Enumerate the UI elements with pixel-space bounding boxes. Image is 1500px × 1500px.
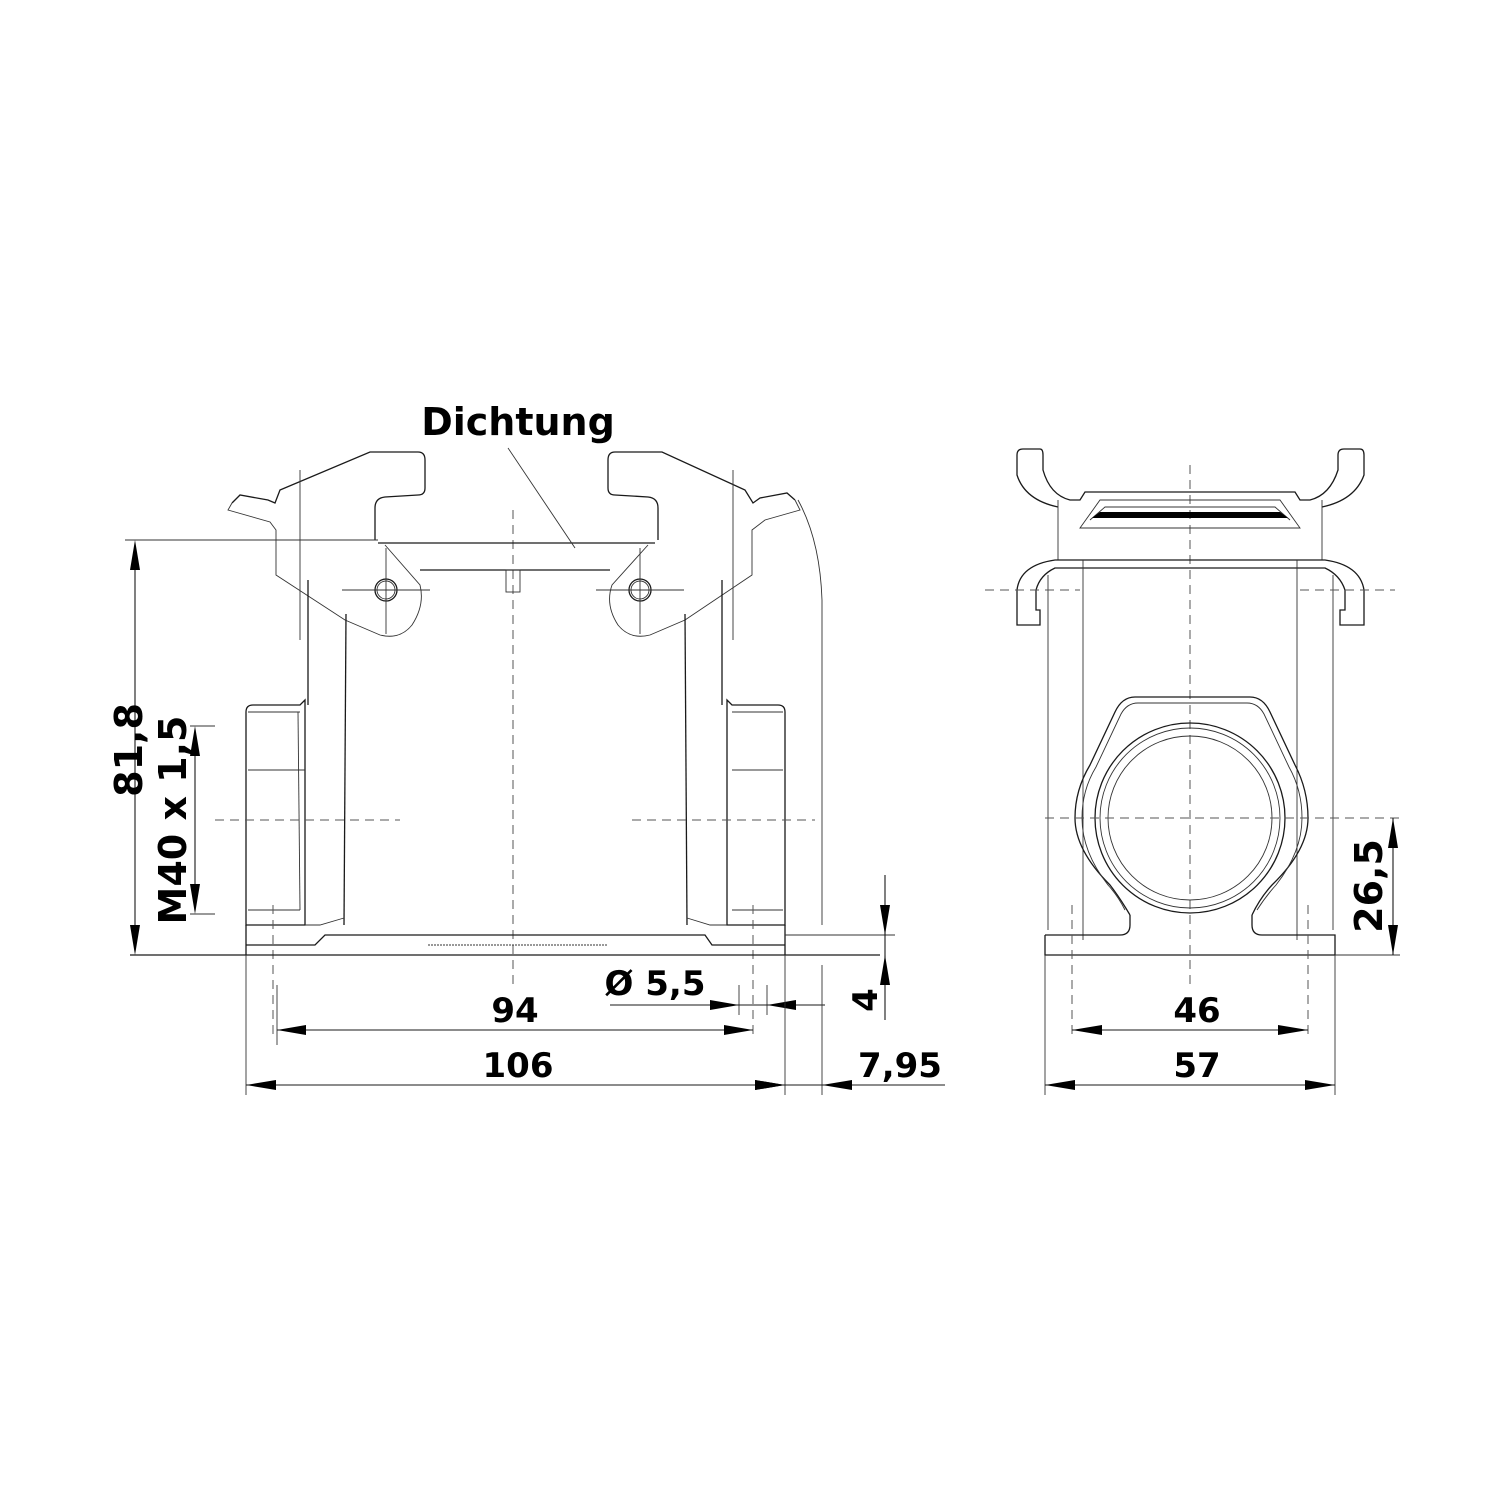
side-levers <box>985 559 1395 940</box>
thread-entry <box>1045 696 1400 916</box>
dim-lever-offset: 7,95 <box>745 965 945 1095</box>
side-view: 26,5 46 57 <box>985 448 1400 1095</box>
svg-text:M40 x 1,5: M40 x 1,5 <box>151 716 195 925</box>
right-thread-boss <box>686 698 786 1040</box>
svg-text:106: 106 <box>483 1046 554 1086</box>
svg-text:81,8: 81,8 <box>107 703 151 797</box>
svg-text:57: 57 <box>1173 1046 1220 1086</box>
front-view: Dichtung 81,8 M40 x 1,5 Ø 5,5 <box>107 400 945 1095</box>
svg-text:94: 94 <box>491 991 538 1031</box>
svg-text:46: 46 <box>1173 991 1220 1031</box>
left-thread-boss <box>245 698 345 1040</box>
dim-side-hole-spacing: 46 <box>1072 991 1308 1035</box>
side-base <box>1044 905 1336 1035</box>
base-plate <box>130 925 895 956</box>
svg-text:Ø 5,5: Ø 5,5 <box>605 964 706 1004</box>
seal-slot <box>1079 499 1301 529</box>
svg-text:26,5: 26,5 <box>1347 839 1391 933</box>
seal-band <box>378 447 655 593</box>
dim-overall-height: 81,8 <box>107 540 151 955</box>
dim-hole-diameter: Ø 5,5 <box>605 964 825 1015</box>
housing-body <box>307 499 823 926</box>
left-lever <box>227 451 430 640</box>
seal-label: Dichtung <box>421 400 615 444</box>
dim-base-thickness: 4 <box>846 875 890 1020</box>
top-lugs <box>1016 448 1365 560</box>
dim-thread-height: 26,5 <box>1335 818 1400 956</box>
dim-side-overall-width: 57 <box>1044 955 1336 1095</box>
dim-thread: M40 x 1,5 <box>151 716 215 925</box>
svg-text:4: 4 <box>846 988 886 1012</box>
dim-hole-spacing: 94 <box>276 985 753 1045</box>
right-lever <box>596 451 801 640</box>
svg-text:7,95: 7,95 <box>858 1046 942 1086</box>
dim-overall-width: 106 <box>245 955 786 1095</box>
